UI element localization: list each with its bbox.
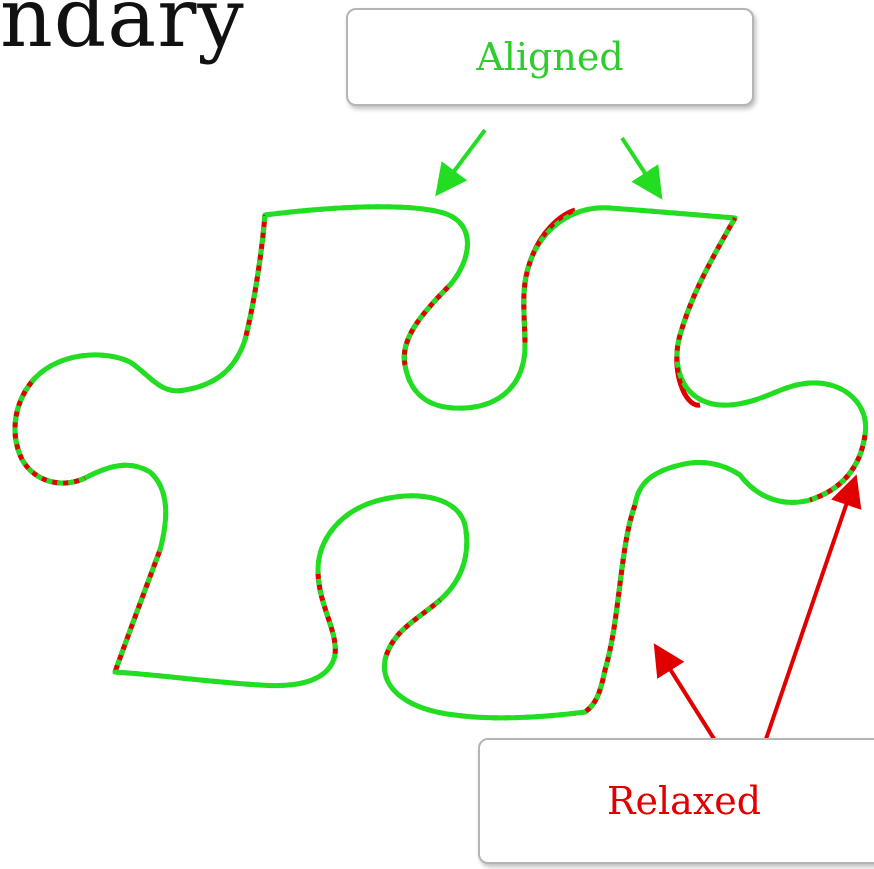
puzzle-outline-red-2 (401, 283, 452, 366)
relaxed-arrow-left (653, 643, 718, 744)
puzzle-outline-red-7 (382, 598, 442, 661)
puzzle-piece-icon (15, 207, 866, 718)
relaxed-arrow-right (763, 474, 862, 743)
aligned-arrow-left (435, 128, 487, 197)
title-fragment: ndary (0, 0, 245, 66)
puzzle-outline-green (12, 204, 869, 721)
relaxed-label: Relaxed (606, 779, 762, 823)
puzzle-outline-red-10 (12, 376, 87, 486)
aligned-label: Aligned (476, 35, 624, 79)
relaxed-callout: Relaxed (478, 738, 874, 864)
puzzle-outline-red-6 (583, 504, 638, 715)
puzzle-outline-red-1 (242, 214, 268, 341)
puzzle-outline-red-5 (809, 434, 868, 503)
aligned-callout: Aligned (346, 8, 754, 106)
aligned-arrow-right (620, 136, 663, 200)
puzzle-outline-dashed (15, 207, 866, 718)
